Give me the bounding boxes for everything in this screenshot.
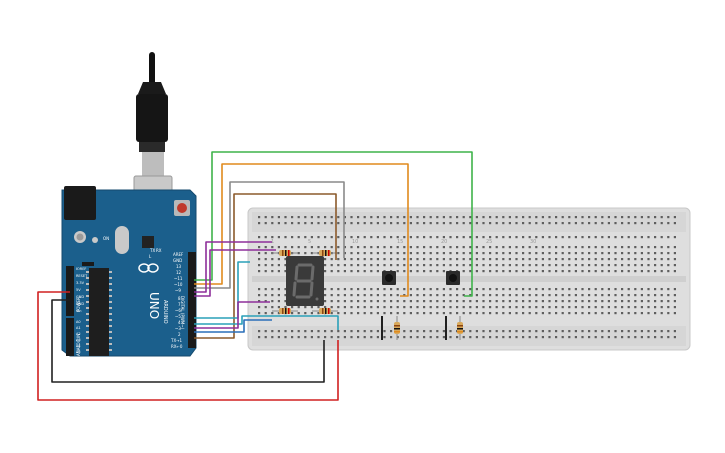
svg-text:A5: A5: [76, 350, 81, 354]
digital-label: DIGITAL (PWM~): [180, 296, 185, 330]
svg-text:A1: A1: [76, 326, 81, 330]
icsp-header: [82, 262, 94, 266]
svg-text:~10: ~10: [174, 282, 183, 287]
resistor-4[interactable]: [312, 308, 338, 314]
wire-teal-1[interactable]: [194, 261, 250, 319]
wire-teal-2[interactable]: [194, 315, 339, 330]
top-pin-labels: AREF GND 13 12 ~11 ~10 ~9 8 7 ~6 ~5 4 ~3…: [170, 252, 184, 349]
l-led-label: L: [149, 254, 152, 259]
svg-text:~3: ~3: [175, 326, 181, 331]
board-model: UNO: [147, 292, 161, 319]
board-brand: ARDUINO: [162, 300, 168, 324]
svg-text:15: 15: [397, 239, 403, 245]
tx-label: TX: [149, 248, 155, 253]
svg-text:A3: A3: [76, 338, 81, 342]
digital-header[interactable]: [188, 252, 196, 348]
resistor-1[interactable]: [272, 250, 298, 256]
arduino-logo: [138, 263, 159, 273]
seven-segment-display[interactable]: [286, 256, 324, 306]
svg-text:GND: GND: [76, 302, 84, 306]
wire-green[interactable]: [194, 151, 473, 297]
power-label: POWER: [76, 297, 81, 312]
svg-text:30: 30: [530, 239, 536, 245]
pushbutton-2[interactable]: [446, 271, 460, 285]
resistor-3[interactable]: [272, 308, 298, 314]
reset-button[interactable]: [177, 203, 187, 213]
usb-chip: [142, 236, 154, 248]
usb-cable[interactable]: [133, 52, 173, 213]
svg-text:20: 20: [441, 239, 447, 245]
wire-gray[interactable]: [194, 181, 345, 289]
svg-text:GND: GND: [76, 295, 84, 299]
arduino-uno-board[interactable]: ARDUINO UNO DIGITAL (PWM~) POWER ANALOG …: [61, 52, 197, 357]
breadboard-column-numbers: 1 5 10 15 20 25 30: [271, 239, 536, 245]
power-header[interactable]: [66, 266, 74, 316]
resistor-6[interactable]: [457, 316, 463, 340]
wire-brown[interactable]: [194, 193, 337, 339]
wire-purple-3[interactable]: [194, 301, 270, 329]
resistor-5[interactable]: [394, 316, 400, 340]
svg-text:8: 8: [178, 296, 181, 301]
svg-text:5: 5: [308, 239, 311, 245]
svg-text:13: 13: [176, 264, 182, 269]
pushbutton-1[interactable]: [382, 271, 396, 285]
wire-black[interactable]: [51, 299, 325, 383]
svg-text:RESET: RESET: [76, 274, 88, 278]
svg-text:1: 1: [271, 239, 274, 245]
wires[interactable]: [37, 151, 473, 401]
svg-text:12: 12: [176, 270, 182, 275]
analog-header[interactable]: [66, 318, 74, 356]
wire-blue[interactable]: [194, 319, 272, 333]
svg-text:~5: ~5: [175, 314, 181, 319]
power-pin-labels: IOREF RESET 3.3V 5V GND GND Vin: [76, 267, 88, 313]
svg-text:IOREF: IOREF: [76, 267, 86, 271]
rx-label: RX: [156, 248, 162, 253]
wire-purple-2[interactable]: [194, 249, 276, 297]
svg-text:7: 7: [178, 302, 181, 307]
wire-orange[interactable]: [194, 163, 409, 297]
breadboard-bottom-rail: [252, 326, 686, 346]
svg-text:A4: A4: [76, 344, 81, 348]
svg-text:Vin: Vin: [76, 309, 82, 313]
capacitor-2: [92, 237, 98, 243]
analog-label: ANALOG IN: [76, 334, 81, 356]
analog-pin-labels: A0 A1 A2 A3 A4 A5: [76, 320, 81, 354]
svg-text:GND: GND: [173, 258, 182, 263]
svg-text:A0: A0: [76, 320, 81, 324]
svg-text:4: 4: [178, 320, 181, 325]
svg-text:RX←0: RX←0: [171, 344, 183, 349]
svg-text:3.3V: 3.3V: [76, 281, 85, 285]
svg-text:~6: ~6: [175, 308, 181, 313]
svg-text:TX→1: TX→1: [170, 338, 183, 343]
chip-legs: [86, 271, 112, 351]
svg-text:~11: ~11: [174, 276, 183, 281]
svg-text:10: 10: [352, 239, 358, 245]
svg-text:A2: A2: [76, 332, 81, 336]
svg-text:25: 25: [486, 239, 492, 245]
svg-text:5V: 5V: [76, 288, 81, 292]
resistor-2[interactable]: [312, 250, 338, 256]
atmega-chip: [89, 268, 109, 356]
wire-red[interactable]: [37, 291, 339, 401]
power-jack: [64, 186, 96, 220]
wire-purple-1[interactable]: [194, 241, 272, 293]
crystal-oscillator: [115, 226, 129, 254]
svg-text:2: 2: [178, 332, 181, 337]
svg-text:AREF: AREF: [173, 252, 184, 257]
on-led-label: ON: [103, 236, 109, 241]
breadboard-top-rail: [252, 212, 686, 232]
svg-text:~9: ~9: [175, 288, 181, 293]
breadboard-center-channel: [252, 276, 686, 282]
